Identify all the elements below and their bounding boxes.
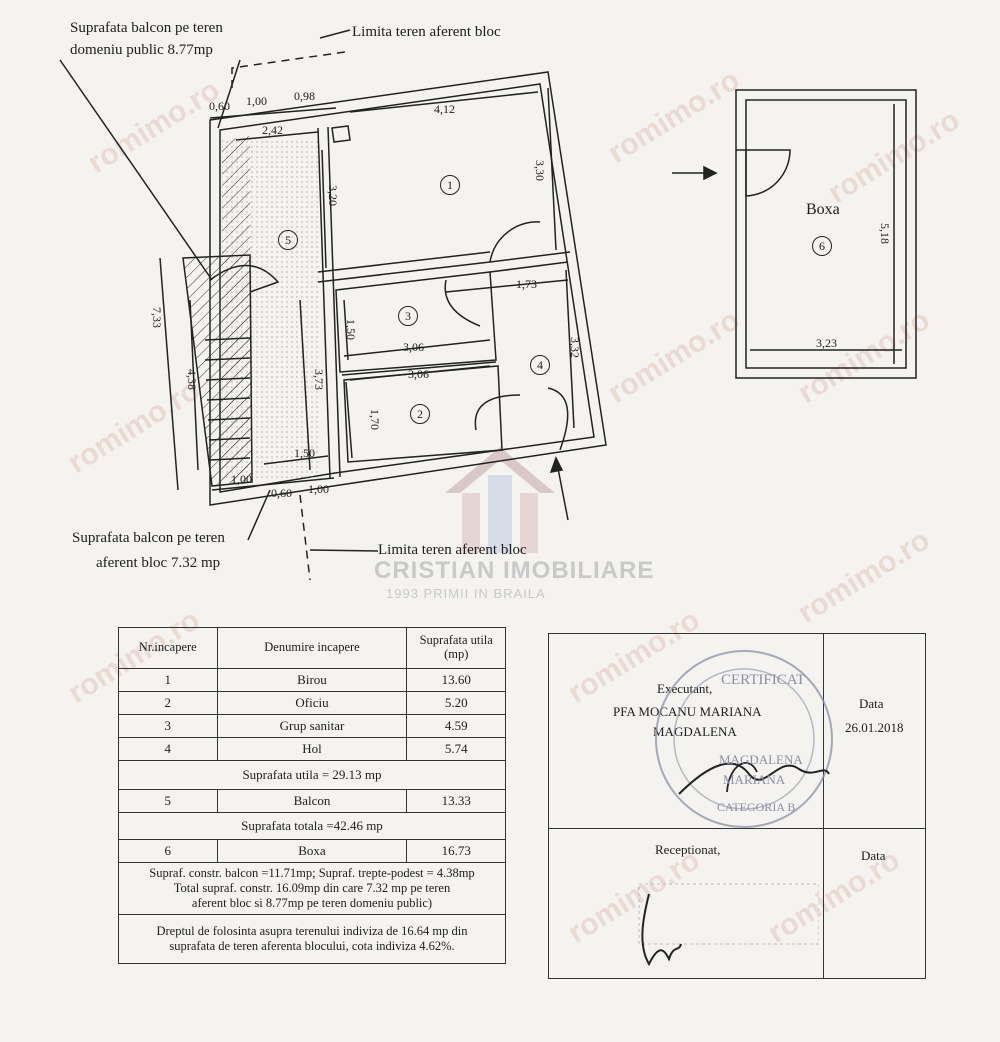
dim-h150: 1,50 — [344, 319, 358, 340]
certification-stamp-icon — [655, 650, 833, 828]
cell-area: 13.33 — [406, 789, 506, 813]
executant-name-1: PFA MOCANU MARIANA — [613, 704, 762, 719]
cell-name: Hol — [216, 737, 408, 761]
stamp-text: MARIANA — [723, 772, 786, 787]
dim-top-c: 0,98 — [294, 89, 315, 103]
dim-h438: 4,38 — [185, 369, 199, 390]
dim-boxa-w: 3,23 — [816, 336, 837, 350]
note-line: Supraf. constr. balcon =11.71mp; Supraf.… — [149, 866, 475, 880]
room-number-4: 4 — [530, 355, 550, 375]
boxa-inner — [745, 99, 907, 369]
stamp-text: CERTIFICAT — [721, 672, 806, 688]
balcon-public-label-1: Suprafata balcon pe teren — [70, 20, 223, 36]
note-line: suprafata de teren aferenta blocului, co… — [169, 939, 455, 953]
brand-logo-icon — [445, 447, 555, 553]
cell-nr: 6 — [118, 839, 218, 863]
room-number-6: 6 — [812, 236, 832, 256]
cell-name: Balcon — [216, 789, 408, 813]
note-line: Dreptul de folosinta asupra terenului in… — [156, 924, 468, 938]
cell-name: Oficiu — [216, 691, 408, 715]
col-header-name: Denumire incapere — [216, 627, 408, 669]
boxa-label: Boxa — [806, 201, 840, 218]
table-row: 1 Birou 13.60 — [118, 668, 506, 692]
cell-nr: 5 — [118, 789, 218, 813]
cell-area: 5.74 — [406, 737, 506, 761]
room-number-1: 1 — [440, 175, 460, 195]
room-number-2: 2 — [410, 404, 430, 424]
col-header-area: Suprafata utila (mp) — [406, 627, 506, 669]
table-row: 3 Grup sanitar 4.59 — [118, 714, 506, 738]
data-label-2: Data — [861, 848, 886, 863]
cell-name: Boxa — [216, 839, 408, 863]
date-value: 26.01.2018 — [845, 720, 904, 735]
limita-top-label: Limita teren aferent bloc — [352, 24, 501, 40]
total-row: Suprafata totala =42.46 mp — [118, 812, 506, 840]
limita-bottom-label: Limita teren aferent bloc — [378, 542, 527, 558]
dim-bot-a: 1,00 — [231, 472, 252, 486]
room-number-3: 3 — [398, 306, 418, 326]
total-util-row: Suprafata utila = 29.13 mp — [118, 760, 506, 790]
cell-nr: 4 — [118, 737, 218, 761]
dim-bot-b: 0,60 — [271, 486, 292, 500]
cell-area: 16.73 — [406, 839, 506, 863]
table-row: 6 Boxa 16.73 — [118, 839, 506, 863]
dim-top-b: 1,00 — [246, 94, 267, 108]
dim-h320: 3,20 — [326, 185, 340, 206]
cell-name: Birou — [216, 668, 408, 692]
land-right-note: Dreptul de folosinta asupra terenului in… — [118, 914, 506, 964]
receptionat-label: Receptionat, — [655, 842, 721, 857]
dim-bot-c: 1,00 — [308, 482, 329, 496]
rooms-table: Nr.incapere Denumire incapere Suprafata … — [118, 627, 506, 964]
room-number-5: 5 — [278, 230, 298, 250]
table-row: 2 Oficiu 5.20 — [118, 691, 506, 715]
cell-nr: 3 — [118, 714, 218, 738]
data-label: Data — [859, 696, 884, 711]
receptionat-signature-icon — [638, 883, 819, 967]
balcon-bloc-label-2: aferent bloc 7.32 mp — [96, 555, 221, 571]
signature-box: Executant, PFA MOCANU MARIANA MAGDALENA … — [548, 633, 926, 979]
dim-w306b: 3,06 — [408, 367, 429, 381]
dim-w412: 4,12 — [434, 102, 455, 116]
cell-area: 4.59 — [406, 714, 506, 738]
stamp-text: MAGDALENA — [719, 752, 803, 767]
note-line: Total supraf. constr. 16.09mp din care 7… — [173, 881, 451, 895]
balcon-public-label-2: domeniu public 8.77mp — [70, 42, 213, 58]
dim-h330: 3,30 — [533, 160, 547, 181]
brand-tagline: 1993 PRIMII IN BRAILA — [386, 586, 546, 601]
dim-h332: 3,32 — [568, 337, 582, 358]
dim-w306a: 3,06 — [403, 340, 424, 354]
dim-top-a: 0,60 — [209, 99, 230, 113]
executant-label: Executant, — [657, 681, 713, 696]
dim-boxa-h: 5,18 — [878, 223, 892, 244]
dim-h170: 1,70 — [368, 409, 382, 430]
dim-w150: 1,50 — [294, 446, 315, 460]
table-row: 4 Hol 5.74 — [118, 737, 506, 761]
cell-nr: 1 — [118, 668, 218, 692]
dim-w173: 1,73 — [516, 277, 537, 291]
construction-note: Supraf. constr. balcon =11.71mp; Supraf.… — [118, 862, 506, 915]
col-header-nr: Nr.incapere — [118, 627, 218, 669]
note-line: aferent bloc si 8.77mp pe teren domeniu … — [191, 896, 433, 910]
cell-name: Grup sanitar — [216, 714, 408, 738]
cell-area: 5.20 — [406, 691, 506, 715]
dim-w242: 2,42 — [262, 123, 283, 137]
table-row: 5 Balcon 13.33 — [118, 789, 506, 813]
boxa-outer — [735, 89, 917, 379]
cell-nr: 2 — [118, 691, 218, 715]
dim-h733: 7,33 — [150, 307, 164, 328]
cell-area: 13.60 — [406, 668, 506, 692]
balcon-bloc-label-1: Suprafata balcon pe teren — [72, 530, 225, 546]
stamp-text: CATEGORIA B — [717, 800, 796, 814]
dim-h373: 3,73 — [312, 369, 326, 390]
brand-name: CRISTIAN IMOBILIARE — [374, 557, 655, 584]
